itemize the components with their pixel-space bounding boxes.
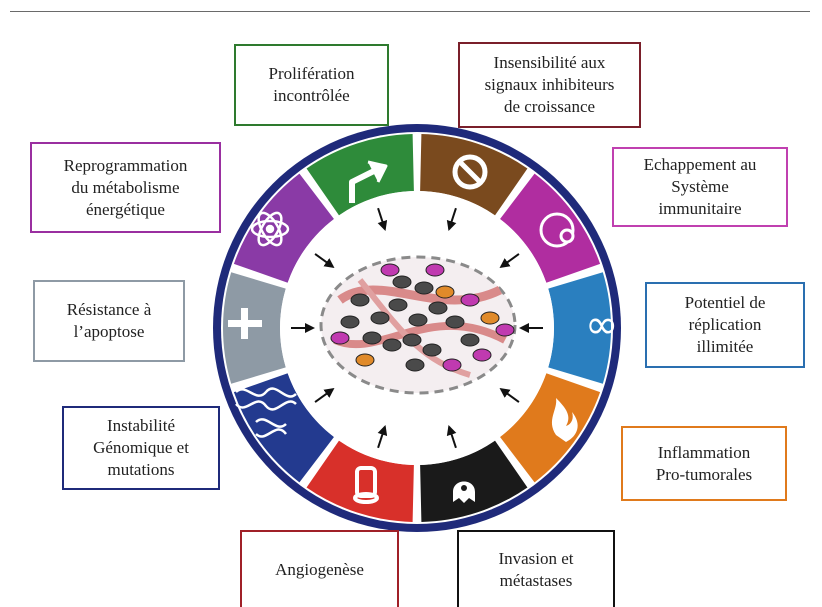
tumor-cell [370, 311, 390, 325]
infinity-icon: ∞ [585, 302, 618, 348]
tumor-cell [480, 311, 500, 325]
segment-apoptosis [222, 272, 286, 384]
label-replication: Potentiel de réplication illimitée [645, 282, 805, 368]
inward-arrow [314, 253, 335, 269]
label-insensitivity: Insensibilité aux signaux inhibiteurs de… [458, 42, 641, 128]
tumor-cell [408, 313, 428, 327]
ghost-cell-icon [453, 481, 475, 503]
flame-icon [551, 398, 578, 442]
tumor-cell [445, 315, 465, 329]
tumor-cell [350, 293, 370, 307]
inward-arrow [377, 207, 388, 231]
tumor-cell [442, 358, 462, 372]
label-proliferation: Prolifération incontrôlée [234, 44, 389, 126]
label-invasion: Invasion et métastases [457, 530, 615, 607]
tumor-cell [362, 331, 382, 345]
segment-inflammation [500, 373, 601, 483]
tumor-cell [392, 275, 412, 289]
tumor-cell [435, 285, 455, 299]
tumor-cell [495, 323, 515, 337]
label-inflammation: Inflammation Pro-tumorales [621, 426, 787, 501]
inward-arrow [446, 207, 457, 231]
tumor-cell [428, 301, 448, 315]
tumor-cell [330, 331, 350, 345]
segment-reprogramming [233, 173, 334, 283]
label-immune-escape: Echappement au Système immunitaire [612, 147, 788, 227]
tumor-cell [340, 315, 360, 329]
tumor-cell [382, 338, 402, 352]
segment-replication [548, 272, 611, 384]
immune-cell-icon [539, 212, 575, 248]
tumor-cell [472, 348, 492, 362]
segment-angiogenesis [306, 440, 414, 522]
tumor-illustration [319, 255, 517, 395]
prohibition-icon [452, 154, 488, 190]
inward-arrow [499, 387, 520, 403]
tumor-cell [405, 358, 425, 372]
tumor-cell [402, 333, 422, 347]
inward-arrow [377, 425, 388, 449]
label-angiogenesis: Angiogenèse [240, 530, 399, 607]
dna-helix-icon [235, 387, 297, 438]
tumor-cell [414, 281, 434, 295]
segment-immune-escape [500, 173, 601, 283]
label-genomic: Instabilité Génomique et mutations [62, 406, 220, 490]
inward-arrow [314, 387, 335, 403]
tumor-cell [425, 263, 445, 277]
inward-arrow [499, 253, 520, 269]
inward-arrow [446, 425, 457, 449]
tumor-cell [355, 353, 375, 367]
tumor-cell [380, 263, 400, 277]
arrow-up-right-icon [349, 160, 388, 203]
tumor-cell [460, 293, 480, 307]
label-apoptosis: Résistance à l’apoptose [33, 280, 185, 362]
tumor-cell [388, 298, 408, 312]
tumor-cell [460, 333, 480, 347]
segment-invasion [420, 440, 528, 522]
label-reprogramming: Reprogrammation du métabolisme énergétiq… [30, 142, 221, 233]
tumor-vessel [333, 321, 507, 349]
top-rule [10, 11, 810, 12]
atom-icon [250, 211, 290, 247]
vessel-icon [353, 466, 379, 504]
cross-icon [228, 308, 262, 339]
tumor-cell [422, 343, 442, 357]
svg-text:∞: ∞ [585, 302, 618, 348]
